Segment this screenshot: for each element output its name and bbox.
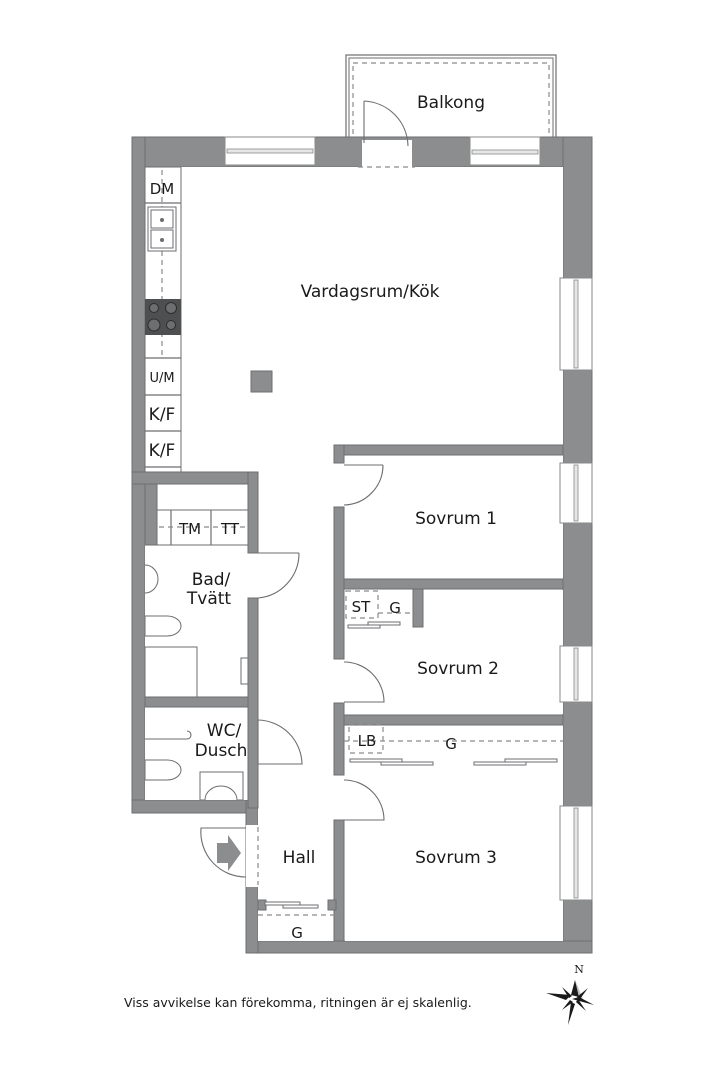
- wc-shower: WC/ Dusch: [144, 721, 248, 801]
- disclaimer-text: Viss avvikelse kan förekomma, ritningen …: [124, 995, 472, 1010]
- room-label-balcony: Balkong: [417, 93, 485, 113]
- compass-rose-icon: N: [546, 963, 594, 1025]
- bedroom2-door[interactable]: [343, 661, 385, 703]
- bedroom3-door[interactable]: [343, 779, 385, 821]
- washbasin-icon: [144, 564, 159, 594]
- room-label-wc: Dusch: [195, 741, 248, 761]
- balcony-door[interactable]: [358, 100, 415, 168]
- interior-walls: [131, 444, 564, 942]
- wc-door[interactable]: [257, 719, 303, 765]
- bathroom-laundry: TM TT Bad/ Tvätt: [144, 509, 249, 698]
- wardrobe-label: G: [389, 599, 401, 617]
- linen-cabinet-label: LB: [358, 732, 377, 750]
- column: [250, 370, 273, 393]
- washing-machine-label: TM: [178, 520, 201, 538]
- bedroom1-door[interactable]: [343, 464, 384, 506]
- kitchen-counter: DM U/M K/F K/F: [144, 166, 182, 473]
- balcony: [345, 54, 557, 146]
- room-label-bedroom1: Sovrum 1: [415, 509, 497, 529]
- hall-wardrobe: G: [258, 901, 336, 942]
- room-label-wc: WC/: [207, 721, 242, 741]
- bathroom-door[interactable]: [257, 552, 300, 599]
- fridge-freezer-label: K/F: [149, 441, 176, 461]
- room-label-bath: Tvätt: [186, 589, 232, 609]
- north-label: N: [574, 963, 584, 976]
- bedroom3-wardrobe: LB G: [344, 724, 563, 766]
- entrance-arrow-icon: [217, 835, 241, 871]
- room-label-hall: Hall: [283, 848, 316, 868]
- room-label-bath: Bad/: [192, 570, 231, 590]
- wardrobe-label: G: [445, 735, 457, 753]
- entrance-door[interactable]: [200, 827, 259, 885]
- fridge-freezer-label: K/F: [149, 405, 176, 425]
- room-label-bedroom3: Sovrum 3: [415, 848, 497, 868]
- tumble-dryer-label: TT: [220, 520, 240, 538]
- room-label-living-kitchen: Vardagsrum/Kök: [301, 282, 440, 302]
- toilet-icon: [144, 615, 182, 637]
- room-label-bedroom2: Sovrum 2: [417, 659, 499, 679]
- grab-bar: [145, 730, 192, 740]
- shower-area: [144, 646, 198, 698]
- oven-microwave-label: U/M: [149, 371, 174, 386]
- toilet-icon: [144, 759, 182, 781]
- cleaning-cabinet-label: ST: [352, 598, 372, 616]
- dishwasher-label: DM: [150, 180, 175, 198]
- wardrobe-label: G: [291, 924, 303, 942]
- bedroom2-closet: ST G: [345, 590, 413, 629]
- windows: [224, 136, 593, 901]
